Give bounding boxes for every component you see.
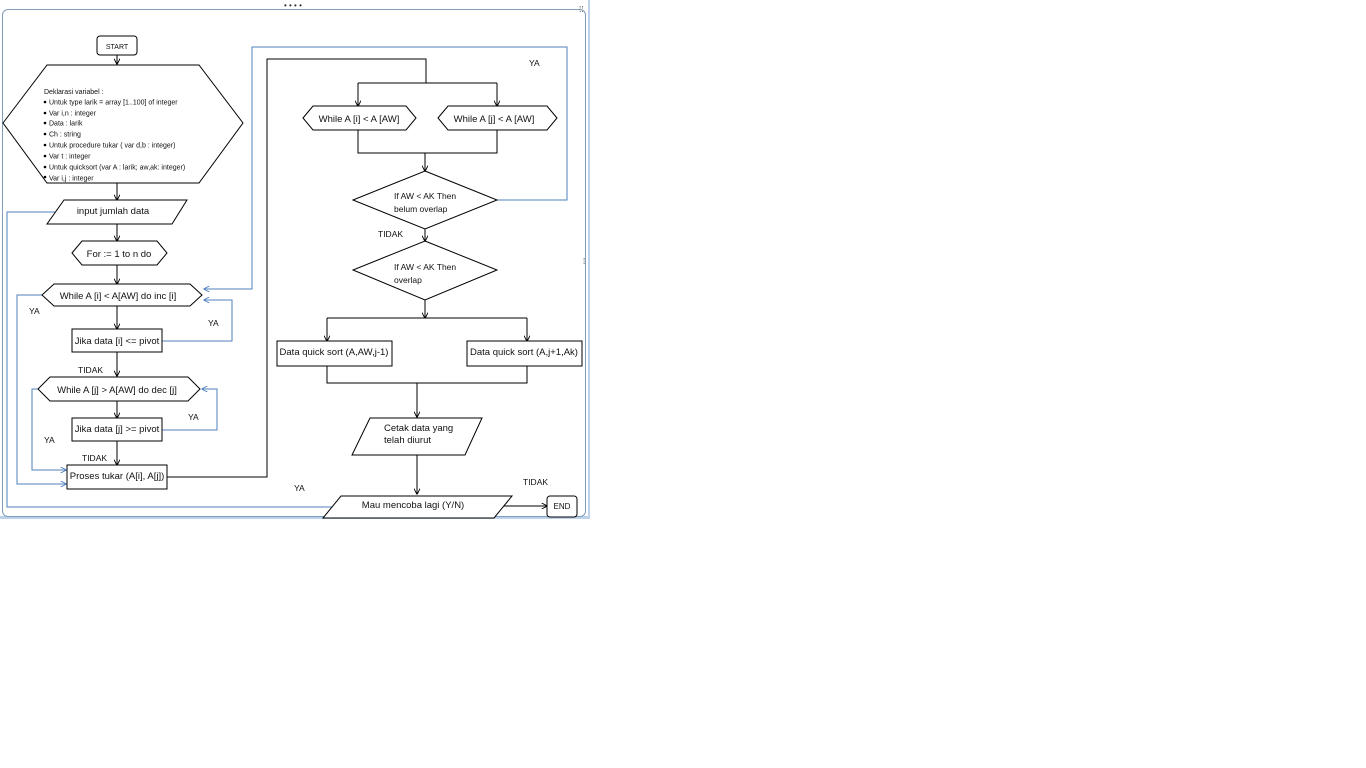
- decision-2-line1: If AW < AK Then: [394, 262, 456, 272]
- decision-1-line2: belum overlap: [394, 204, 448, 214]
- cetak-line2: telah diurut: [384, 435, 431, 446]
- while-aj-loop: While A [j] < A [AW]: [437, 105, 558, 131]
- start-terminal: START: [96, 35, 138, 56]
- quick-sort-right-label: Data quick sort (A,j+1,Ak): [470, 347, 578, 358]
- cetak-line1: Cetak data yang: [384, 423, 453, 434]
- quick-sort-left-box: Data quick sort (A,AW,j-1): [276, 340, 393, 367]
- while-i-label: While A [i] < A[AW] do inc [i]: [60, 291, 177, 302]
- jika-j-box: Jika data [j] >= pivot: [71, 417, 163, 442]
- while-i-loop: While A [i] < A[AW] do inc [i]: [41, 283, 203, 307]
- loop-connectors: [6, 46, 568, 508]
- declaration-item: Var i,n : integer: [49, 111, 97, 118]
- tidak-label: TIDAK: [82, 453, 107, 463]
- while-ai-loop: While A [i] < A [AW]: [302, 105, 417, 131]
- end-terminal: END: [546, 495, 578, 518]
- flowchart: START Deklarasi variabel : Untuk type la…: [2, 35, 583, 519]
- declaration-item: Var i,j : integer: [49, 176, 94, 183]
- declaration-item: Var t : integer: [49, 154, 91, 161]
- tidak-label: TIDAK: [78, 365, 103, 375]
- for-loop: For := 1 to n do: [71, 240, 168, 266]
- while-ai-label: While A [i] < A [AW]: [319, 114, 400, 125]
- ya-label: YA: [44, 435, 55, 445]
- jika-i-label: Jika data [i] <= pivot: [75, 336, 160, 347]
- input-jumlah-data: input jumlah data: [46, 199, 188, 225]
- resize-handle-top[interactable]: • • • •: [284, 1, 302, 10]
- for-loop-label: For := 1 to n do: [87, 249, 152, 260]
- connectors: [117, 55, 547, 506]
- end-label: END: [554, 502, 571, 511]
- diagram-canvas: [2, 9, 586, 517]
- ya-label: YA: [294, 483, 305, 493]
- jika-i-box: Jika data [i] <= pivot: [71, 328, 163, 353]
- cetak-data: Cetak data yang telah diurut: [351, 417, 483, 456]
- while-j-label: While A [j] > A[AW] do dec [j]: [57, 385, 177, 396]
- tidak-label: TIDAK: [523, 477, 548, 487]
- ya-label: YA: [29, 306, 40, 316]
- declaration-item: Untuk procedure tukar ( var d,b : intege…: [49, 143, 175, 150]
- decision-2-line2: overlap: [394, 275, 422, 285]
- tidak-label: TIDAK: [378, 229, 403, 239]
- decision-1-line1: If AW < AK Then: [394, 191, 456, 201]
- quick-sort-left-label: Data quick sort (A,AW,j-1): [280, 347, 389, 358]
- ya-label: YA: [188, 412, 199, 422]
- jika-j-label: Jika data [j] >= pivot: [75, 424, 160, 435]
- decision-overlap: If AW < AK Then overlap: [351, 240, 499, 301]
- while-aj-label: While A [j] < A [AW]: [454, 114, 535, 125]
- input-jumlah-label: input jumlah data: [77, 206, 150, 217]
- declaration-block: Deklarasi variabel : Untuk type larik = …: [2, 64, 244, 184]
- ya-label: YA: [208, 318, 219, 328]
- while-j-loop: While A [j] > A[AW] do dec [j]: [37, 376, 201, 402]
- decision-belum-overlap: If AW < AK Then belum overlap: [351, 170, 499, 230]
- resize-handle-right[interactable]: ⁞: [583, 257, 586, 266]
- declaration-item: Untuk quicksort (var A : larik; aw,ak: i…: [49, 165, 185, 172]
- quick-sort-right-box: Data quick sort (A,j+1,Ak): [466, 340, 583, 367]
- proses-tukar-label: Proses tukar (A[i], A[j]): [70, 471, 165, 482]
- mau-mencoba-lagi: Mau mencoba lagi (Y/N): [321, 495, 514, 519]
- proses-tukar-box: Proses tukar (A[i], A[j]): [66, 464, 168, 490]
- declaration-title: Deklarasi variabel :: [44, 89, 104, 96]
- declaration-item: Ch : string: [49, 132, 81, 139]
- start-label: START: [106, 44, 129, 51]
- ya-label: YA: [529, 58, 540, 68]
- declaration-item: Untuk type larik = array [1..100] of int…: [49, 100, 178, 107]
- mau-mencoba-label: Mau mencoba lagi (Y/N): [362, 500, 464, 511]
- declaration-item: Data : larik: [49, 121, 83, 128]
- branch-labels: YA YA TIDAK YA YA TIDAK YA YA TIDAK TIDA…: [29, 58, 548, 493]
- diagram-window: • • • • ⁞⁞ ⁞: [0, 0, 590, 519]
